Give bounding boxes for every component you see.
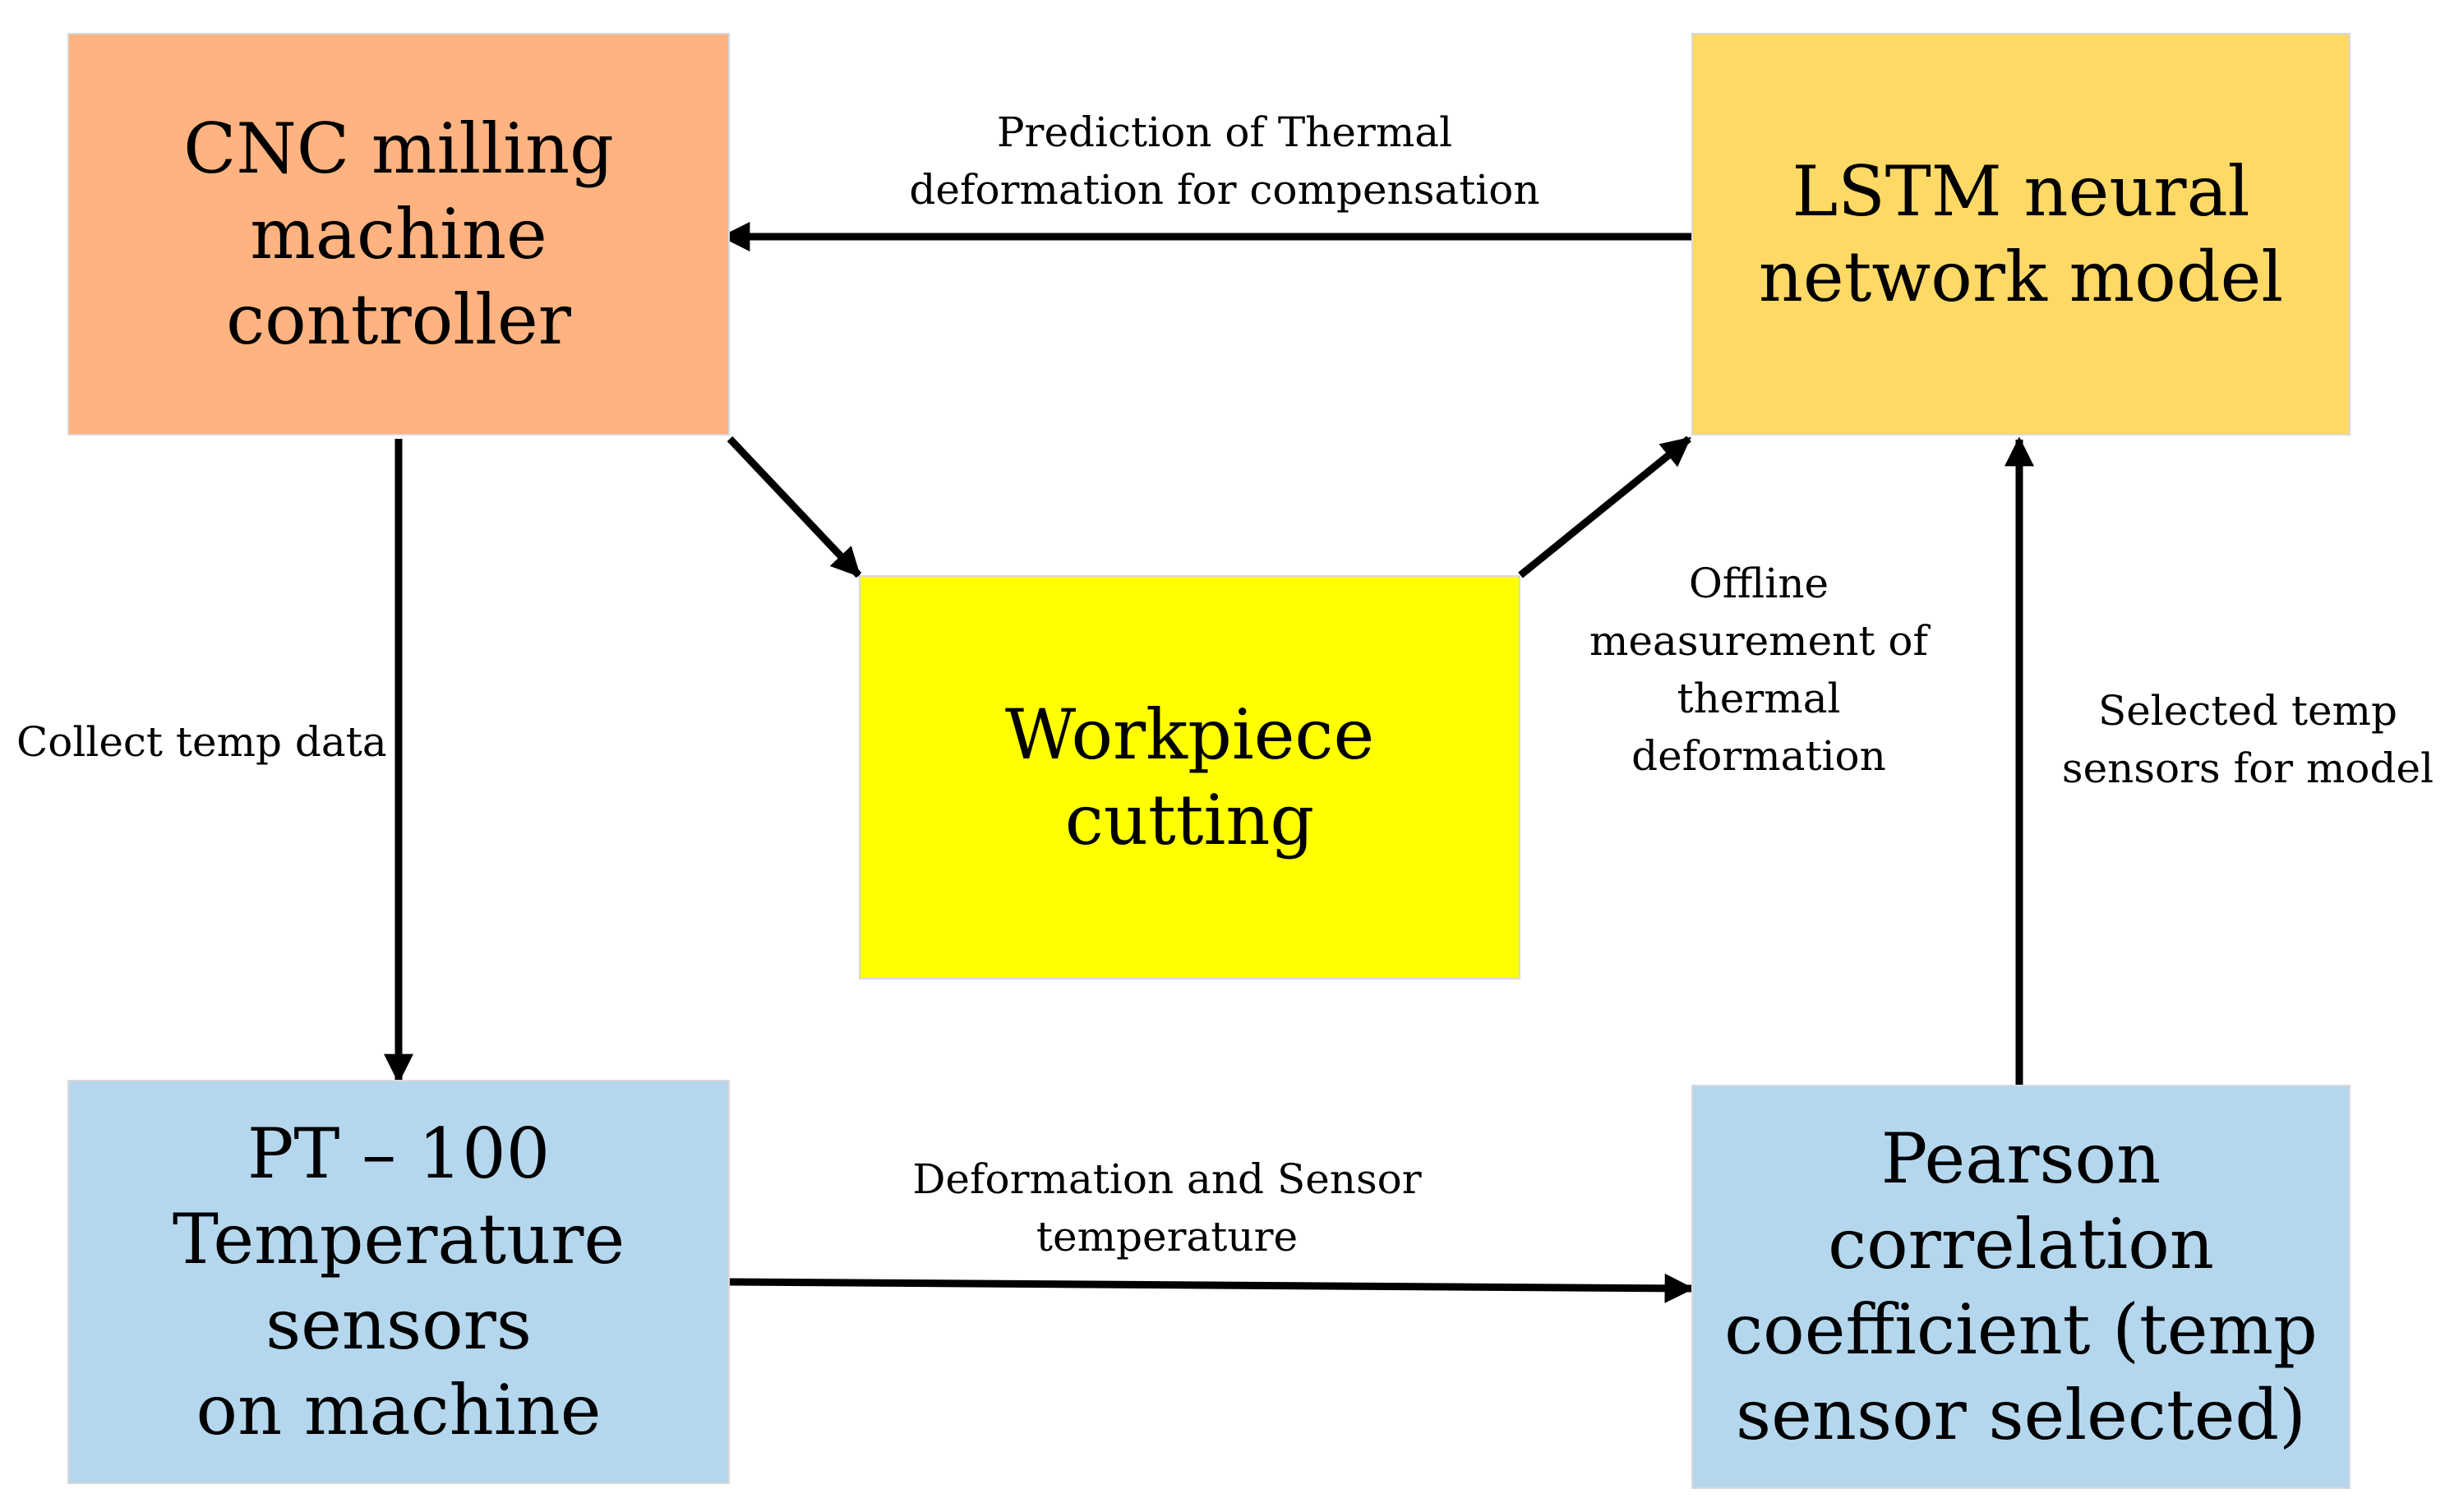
arrow-cnc-to-workpiece [727, 436, 862, 579]
edge-label-prediction: Prediction of Thermal deformation for co… [909, 108, 1540, 214]
node-lstm-model: LSTM neural network model [1691, 33, 2350, 436]
node-cnc-controller: CNC milling machine controller [67, 33, 730, 436]
node-workpiece-label: Workpiece cutting [1004, 694, 1375, 860]
arrow-deformation [729, 1273, 1695, 1303]
edge-label-offline: Offline measurement of thermal deformati… [1589, 560, 1928, 780]
node-cnc-label: CNC milling machine controller [183, 108, 614, 361]
node-workpiece-cutting: Workpiece cutting [859, 575, 1520, 980]
node-lstm-label: LSTM neural network model [1758, 150, 2284, 317]
edge-label-deformation: Deformation and Sensor temperature [912, 1155, 1422, 1261]
node-pearson-correlation: Pearson correlation coefficient (temp se… [1691, 1085, 2350, 1489]
node-pt100-sensors: PT – 100 Temperature sensors on machine [67, 1080, 730, 1484]
node-pearson-label: Pearson correlation coefficient (temp se… [1724, 1118, 2318, 1456]
edge-label-collect: Collect temp data [16, 718, 387, 766]
edge-label-selected: Selected temp sensors for model [2061, 687, 2434, 792]
arrow-offline [1518, 436, 1691, 579]
node-pt100-label: PT – 100 Temperature sensors on machine [172, 1113, 625, 1451]
